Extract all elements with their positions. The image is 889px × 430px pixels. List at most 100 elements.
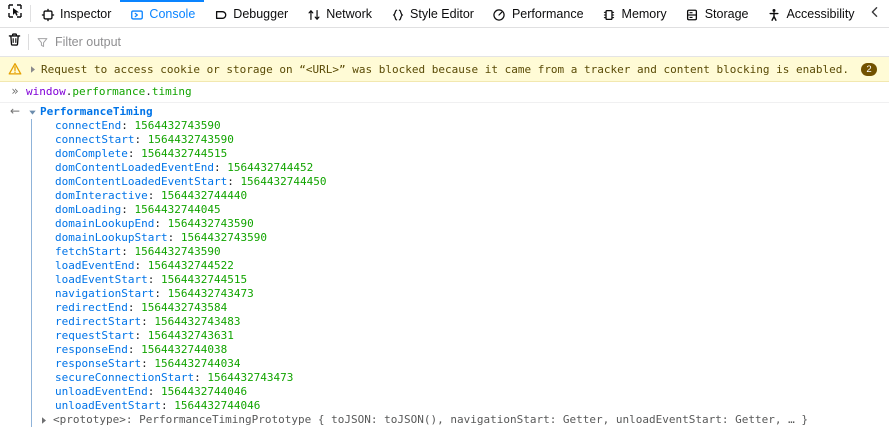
filter-input[interactable]: Filter output bbox=[55, 34, 122, 49]
property-value: 1564432743590 bbox=[134, 119, 221, 132]
property-key: redirectEnd bbox=[55, 301, 128, 314]
tab-debugger[interactable]: Debugger bbox=[204, 0, 297, 27]
property-row-domInteractive[interactable]: domInteractive: 1564432744440 bbox=[55, 189, 248, 202]
clear-console-button[interactable] bbox=[0, 32, 28, 52]
warning-triangle-icon bbox=[8, 62, 22, 76]
object-header[interactable]: PerformanceTiming bbox=[26, 105, 883, 119]
property-row-responseEnd[interactable]: responseEnd: 1564432744038 bbox=[55, 343, 228, 356]
tab-storage[interactable]: Storage bbox=[676, 0, 758, 27]
property-row-domContentLoadedEventEnd[interactable]: domContentLoadedEventEnd: 1564432744452 bbox=[55, 161, 314, 174]
token-performance: performance bbox=[72, 85, 146, 98]
property-key: fetchStart bbox=[55, 245, 122, 258]
token-dot-2: . bbox=[145, 85, 152, 98]
property-value: 1564432743584 bbox=[141, 301, 228, 314]
devtools-toolbar: Inspector Console Debugger Network bbox=[0, 0, 889, 28]
object-property-list: connectEnd: 1564432743590 connectStart: … bbox=[31, 119, 883, 427]
property-value: 1564432744522 bbox=[147, 259, 234, 272]
tab-style-editor-label: Style Editor bbox=[410, 7, 474, 22]
element-picker-icon bbox=[7, 3, 23, 24]
object-expander-icon[interactable] bbox=[26, 108, 38, 117]
property-row-connectEnd[interactable]: connectEnd: 1564432743590 bbox=[55, 119, 221, 132]
property-key: secureConnectionStart bbox=[55, 371, 195, 384]
database-icon bbox=[685, 7, 700, 22]
property-row-unloadEventEnd[interactable]: unloadEventEnd: 1564432744046 bbox=[55, 385, 248, 398]
tab-debugger-label: Debugger bbox=[233, 7, 289, 22]
property-value: 1564432743483 bbox=[154, 315, 241, 328]
toolbar-overflow-button[interactable] bbox=[865, 0, 889, 27]
tab-console-label: Console bbox=[149, 7, 196, 22]
tab-network-label: Network bbox=[326, 7, 373, 22]
property-key: unloadEventStart bbox=[55, 399, 161, 412]
tab-console[interactable]: Console bbox=[120, 0, 205, 27]
property-value: 1564432744045 bbox=[134, 203, 221, 216]
property-row-responseStart[interactable]: responseStart: 1564432744034 bbox=[55, 357, 241, 370]
tab-network[interactable]: Network bbox=[297, 0, 381, 27]
tab-style-editor[interactable]: Style Editor bbox=[381, 0, 483, 27]
network-arrows-icon bbox=[306, 7, 321, 22]
tab-memory[interactable]: Memory bbox=[593, 0, 676, 27]
property-row-fetchStart[interactable]: fetchStart: 1564432743590 bbox=[55, 245, 221, 258]
token-timing: timing bbox=[151, 85, 192, 98]
property-row-redirectEnd[interactable]: redirectEnd: 1564432743584 bbox=[55, 301, 228, 314]
warning-repeat-badge: 2 bbox=[861, 62, 877, 76]
filter-bar-divider bbox=[28, 34, 29, 50]
object-inspector: PerformanceTiming connectEnd: 1564432743… bbox=[26, 105, 883, 427]
element-picker-button[interactable] bbox=[0, 0, 30, 27]
property-row-connectStart[interactable]: connectStart: 1564432743590 bbox=[55, 133, 234, 146]
property-value: 1564432744038 bbox=[141, 343, 228, 356]
prototype-row[interactable]: <prototype>: PerformanceTimingPrototype … bbox=[32, 413, 883, 427]
property-row-unloadEventStart[interactable]: unloadEventStart: 1564432744046 bbox=[55, 399, 261, 412]
property-key: domContentLoadedEventEnd bbox=[55, 161, 214, 174]
tab-storage-label: Storage bbox=[704, 7, 749, 22]
property-row-domComplete[interactable]: domComplete: 1564432744515 bbox=[55, 147, 228, 160]
tab-performance-label: Performance bbox=[511, 7, 584, 22]
property-key: loadEventStart bbox=[55, 273, 148, 286]
property-value: 1564432743590 bbox=[180, 231, 267, 244]
property-value: 1564432744515 bbox=[160, 273, 248, 286]
token-window: window bbox=[26, 85, 66, 98]
property-value: 1564432743473 bbox=[207, 371, 294, 384]
property-key: domainLookupEnd bbox=[55, 217, 155, 230]
trash-icon bbox=[7, 32, 22, 52]
console-message-warning[interactable]: Request to access cookie or storage on “… bbox=[0, 57, 889, 82]
tab-accessibility-label: Accessibility bbox=[786, 7, 855, 22]
property-row-redirectStart[interactable]: redirectStart: 1564432743483 bbox=[55, 315, 241, 328]
property-value: 1564432744515 bbox=[141, 147, 228, 160]
braces-icon bbox=[390, 7, 405, 22]
property-row-loadEventEnd[interactable]: loadEventEnd: 1564432744522 bbox=[55, 259, 234, 272]
debugger-icon bbox=[213, 7, 228, 22]
property-value: 1564432744450 bbox=[240, 175, 327, 188]
token-dot-1: . bbox=[65, 85, 73, 98]
property-row-domainLookupEnd[interactable]: domainLookupEnd: 1564432743590 bbox=[55, 217, 254, 230]
tab-inspector[interactable]: Inspector bbox=[31, 0, 120, 27]
console-result-object[interactable]: ← PerformanceTiming connectEnd: 15644327… bbox=[0, 103, 889, 430]
memory-chip-icon bbox=[602, 7, 617, 22]
warning-expander-icon[interactable] bbox=[28, 65, 38, 74]
property-row-domContentLoadedEventStart[interactable]: domContentLoadedEventStart: 156443274445… bbox=[55, 175, 327, 188]
property-row-navigationStart[interactable]: navigationStart: 1564432743473 bbox=[55, 287, 254, 300]
property-value: 1564432744046 bbox=[160, 385, 248, 398]
filter-input-wrapper[interactable]: Filter output bbox=[36, 32, 889, 52]
console-input-echo[interactable]: » window.performance.timing bbox=[0, 82, 889, 103]
property-row-domainLookupStart[interactable]: domainLookupStart: 1564432743590 bbox=[55, 231, 267, 244]
console-filter-bar: Filter output bbox=[0, 28, 889, 57]
chevron-left-icon bbox=[869, 5, 881, 23]
property-key: domLoading bbox=[55, 203, 122, 216]
tab-accessibility[interactable]: Accessibility bbox=[757, 0, 863, 27]
property-value: 1564432744452 bbox=[227, 161, 314, 174]
tab-performance[interactable]: Performance bbox=[483, 0, 593, 27]
property-key: domComplete bbox=[55, 147, 128, 160]
property-key: connectEnd bbox=[55, 119, 122, 132]
property-row-loadEventStart[interactable]: loadEventStart: 1564432744515 bbox=[55, 273, 248, 286]
property-key: navigationStart bbox=[55, 287, 155, 300]
property-value: 1564432743631 bbox=[147, 329, 234, 342]
property-value: 1564432744034 bbox=[154, 357, 241, 370]
toolbar-divider bbox=[30, 5, 31, 22]
property-row-secureConnectionStart[interactable]: secureConnectionStart: 1564432743473 bbox=[55, 371, 294, 384]
console-icon bbox=[129, 7, 144, 22]
prototype-expander-icon[interactable] bbox=[39, 416, 49, 425]
property-row-requestStart[interactable]: requestStart: 1564432743631 bbox=[55, 329, 234, 342]
property-row-domLoading[interactable]: domLoading: 1564432744045 bbox=[55, 203, 221, 216]
property-key: responseEnd bbox=[55, 343, 128, 356]
console-input-expression: window.performance.timing bbox=[26, 85, 192, 99]
